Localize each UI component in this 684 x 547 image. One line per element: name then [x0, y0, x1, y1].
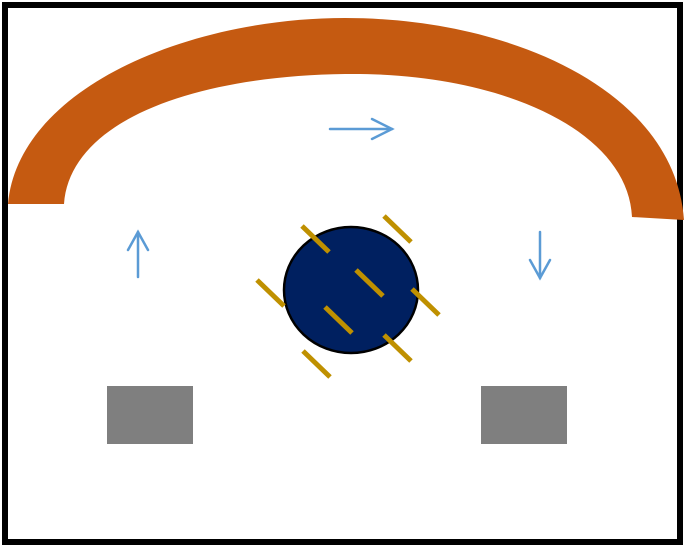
- left-block: [107, 386, 193, 444]
- central-ball: [284, 227, 418, 353]
- right-block: [481, 386, 567, 444]
